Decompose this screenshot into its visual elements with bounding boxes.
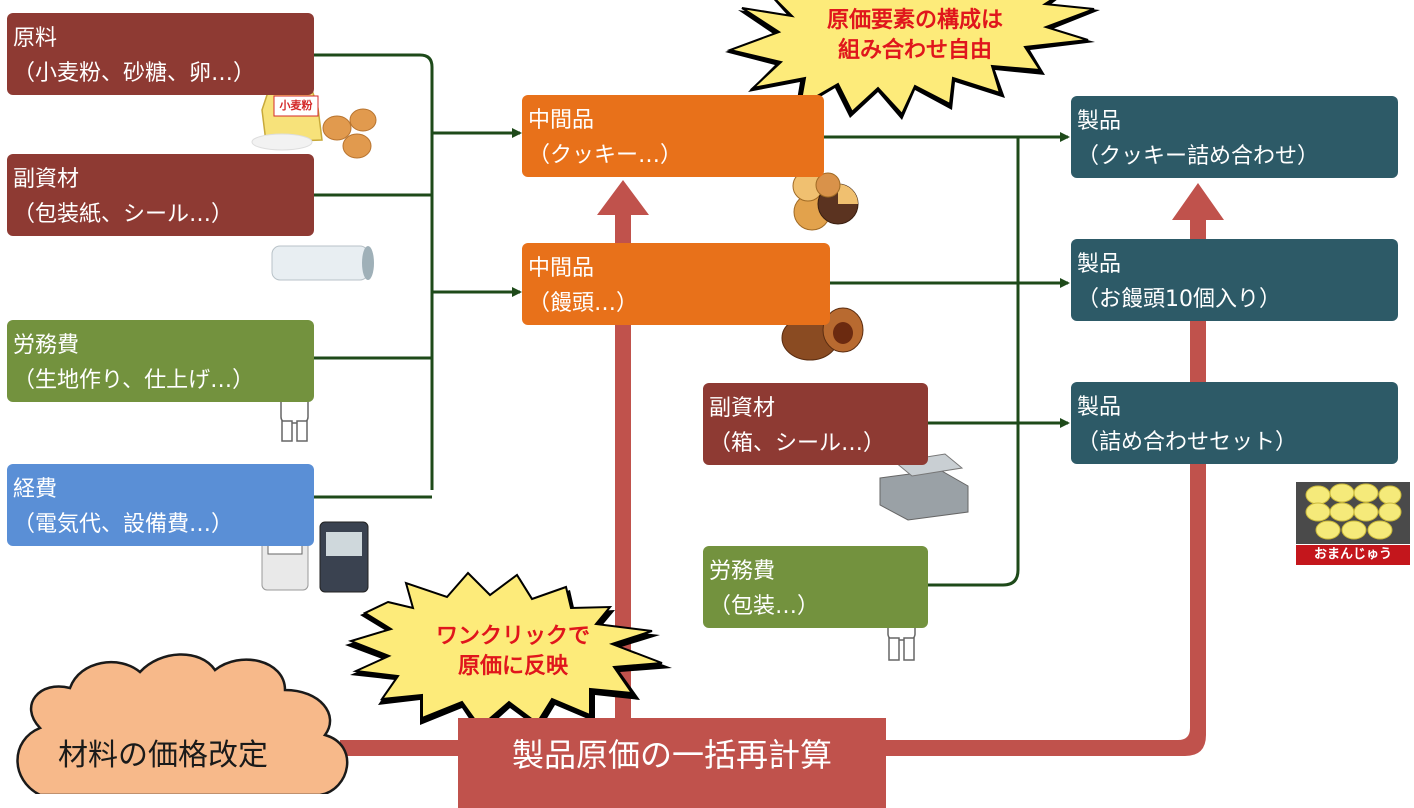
manju-box-label: おまんじゅう (1296, 545, 1410, 565)
intermediate-title: 中間品 (528, 256, 595, 281)
input-title: 労務費 (709, 559, 776, 584)
recalc-arrow-from-revision (340, 740, 458, 756)
product-title: 製品 (1077, 252, 1122, 277)
callout-line: 原価要素の構成は (826, 8, 1003, 33)
product-title: 製品 (1077, 109, 1122, 134)
callout-line: 原価に反映 (457, 654, 568, 679)
intermediate-manju[interactable]: 中間品 （饅頭…） (522, 243, 830, 325)
intermediate-title: 中間品 (528, 108, 595, 133)
burst-one-click (345, 571, 672, 735)
product-detail: （お饅頭10個入り） (1077, 287, 1281, 312)
product-detail: （詰め合わせセット） (1077, 430, 1298, 455)
product-assortment-set[interactable]: 製品 （詰め合わせセット） (1071, 382, 1398, 464)
product-title: 製品 (1077, 395, 1122, 420)
callout-one-click: ワンクリックで 原価に反映 (398, 622, 628, 682)
intermediate-cookie[interactable]: 中間品 （クッキー…） (522, 95, 824, 177)
intermediate-detail: （饅頭…） (528, 291, 639, 316)
secondary-sub-material[interactable]: 副資材 （箱、シール…） (703, 383, 928, 465)
electric-meter-illustration (319, 521, 369, 593)
product-detail: （クッキー詰め合わせ） (1077, 144, 1320, 169)
input-detail: （小麦粉、砂糖、卵…） (13, 61, 256, 86)
input-labor[interactable]: 労務費 （生地作り、仕上げ…） (7, 320, 314, 402)
input-expense[interactable]: 経費 （電気代、設備費…） (7, 464, 314, 546)
price-revision-cloud (16, 653, 349, 794)
manju-illustration (781, 307, 864, 361)
input-sub-material[interactable]: 副資材 （包装紙、シール…） (7, 154, 314, 236)
wrap-roll-illustration (271, 245, 374, 281)
price-revision-label: 材料の価格改定 (58, 738, 268, 773)
product-manju-10[interactable]: 製品 （お饅頭10個入り） (1071, 239, 1398, 321)
flour-bag-label: 小麦粉 (279, 99, 313, 112)
input-title: 経費 (13, 477, 58, 502)
bulk-recalc-button[interactable]: 製品原価の一括再計算 (458, 718, 886, 808)
input-title: 労務費 (13, 333, 80, 358)
input-detail: （生地作り、仕上げ…） (13, 368, 255, 393)
intermediate-detail: （クッキー…） (528, 143, 683, 168)
input-detail: （箱、シール…） (709, 431, 886, 456)
input-raw-material[interactable]: 原料 （小麦粉、砂糖、卵…） (7, 13, 314, 95)
flow-lines (314, 53, 1070, 587)
input-detail: （包装…） (709, 594, 820, 619)
callout-line: 組み合わせ自由 (837, 38, 992, 63)
burst-composition (725, 0, 1100, 120)
callout-composition: 原価要素の構成は 組み合わせ自由 (800, 6, 1030, 66)
callout-line: ワンクリックで (435, 624, 590, 649)
manju-box-illustration (1296, 482, 1410, 544)
recalc-arrow-to-manju (615, 330, 631, 718)
input-detail: （包装紙、シール…） (13, 202, 234, 227)
input-title: 原料 (13, 26, 58, 51)
input-title: 副資材 (709, 396, 776, 421)
input-detail: （電気代、設備費…） (13, 512, 234, 537)
input-title: 副資材 (13, 167, 80, 192)
cookies-illustration (792, 170, 859, 231)
product-cookie-assortment[interactable]: 製品 （クッキー詰め合わせ） (1071, 96, 1398, 178)
secondary-labor[interactable]: 労務費 （包装…） (703, 546, 928, 628)
